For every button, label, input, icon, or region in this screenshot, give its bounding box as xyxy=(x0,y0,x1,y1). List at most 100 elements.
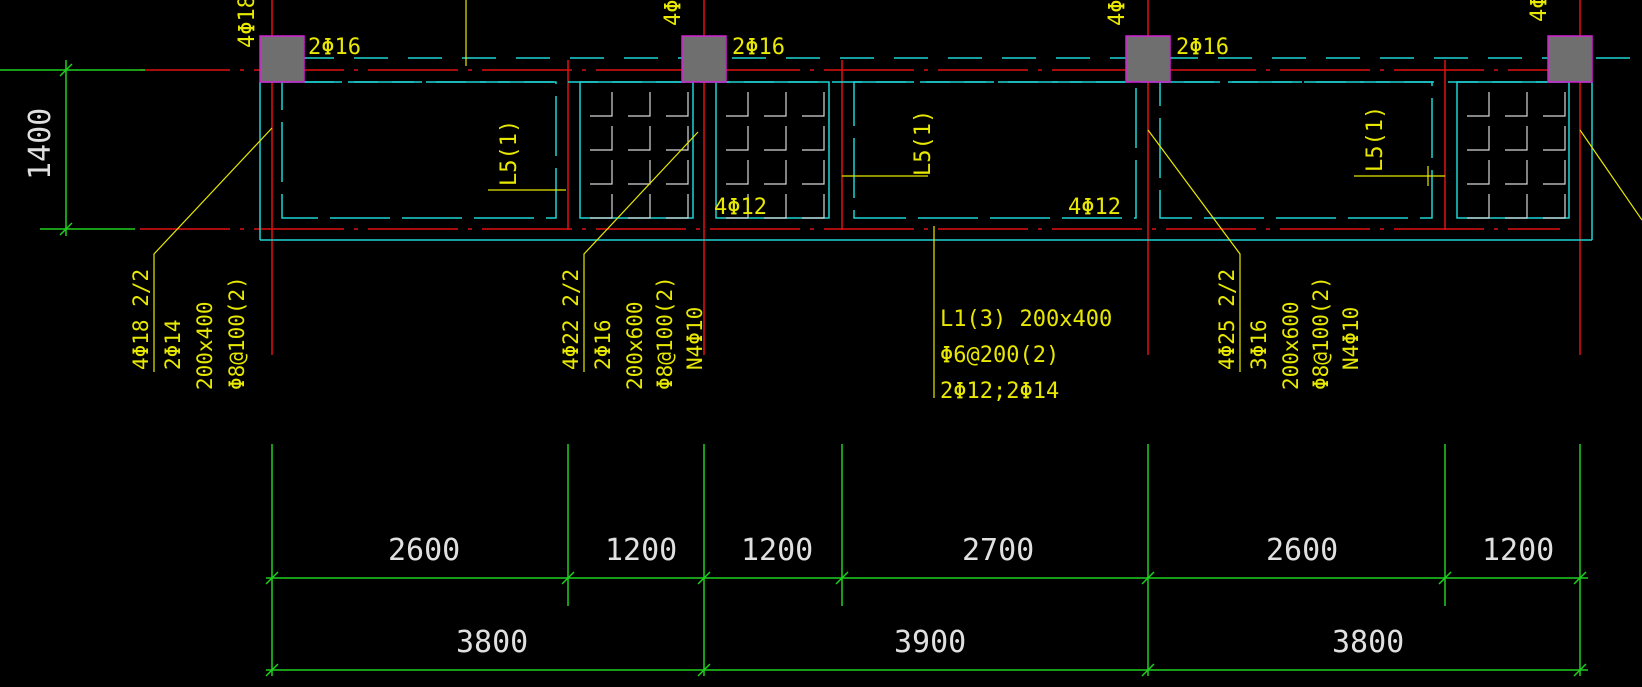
hatch-mark xyxy=(1467,92,1490,117)
dimension-tick xyxy=(1573,663,1587,677)
hatch-mark xyxy=(666,126,689,151)
dimension-tick xyxy=(1573,571,1587,585)
beam-l1-line-2: Φ6@200(2) xyxy=(940,343,1059,368)
hatch-mark xyxy=(764,194,787,219)
hatch-mark xyxy=(628,126,651,151)
callout-2-line-3: 200x600 xyxy=(623,301,647,390)
l5-label-a: L5(1) xyxy=(497,120,522,186)
callout-3-line-1: 4Φ25 2/2 xyxy=(1215,269,1239,370)
col2-vertical-label: 4Φ2 xyxy=(661,0,686,26)
callout-3-line-2: 3Φ16 xyxy=(1247,319,1271,370)
beam-l1-line-3: 2Φ12;2Φ14 xyxy=(940,379,1059,404)
hatch-mark xyxy=(1543,92,1566,117)
callout-1: 4Φ18 2/2 2Φ14 200x400 Φ8@100(2) xyxy=(129,269,249,390)
hatch-mark xyxy=(726,194,749,219)
columns xyxy=(259,35,1593,83)
dimension-tick xyxy=(265,571,279,585)
rebar-label-a: 4Φ12 xyxy=(714,195,767,220)
dimension-tick xyxy=(265,663,279,677)
hatch-mark xyxy=(726,126,749,151)
dim-row2-1: 3800 xyxy=(456,625,528,660)
l5-label-b: L5(1) xyxy=(911,110,936,176)
hatch-mark xyxy=(628,160,651,185)
callout-3-line-3: 200x600 xyxy=(1279,301,1303,390)
col2-rebar-label: 2Φ16 xyxy=(732,35,785,60)
hatch-mark xyxy=(764,92,787,117)
hatch-mark xyxy=(590,126,613,151)
callout-2-line-2: 2Φ16 xyxy=(591,319,615,370)
vertical-dimension-value: 1400 xyxy=(23,108,58,180)
callout-2-line-5: N4Φ10 xyxy=(683,307,707,370)
hatch-mark xyxy=(590,194,613,219)
rebar-label-b: 4Φ12 xyxy=(1068,195,1121,220)
hatch-mark xyxy=(1543,160,1566,185)
dim-row1-3: 1200 xyxy=(741,533,813,568)
hatch-mark xyxy=(1467,160,1490,185)
callout-1-line-2: 2Φ14 xyxy=(161,319,185,370)
callout-3-line-4: Φ8@100(2) xyxy=(1309,276,1333,390)
callout-1-line-1: 4Φ18 2/2 xyxy=(129,269,153,370)
beam-l1-line-1: L1(3) 200x400 xyxy=(940,307,1112,332)
hatch-mark xyxy=(666,92,689,117)
column-4[interactable] xyxy=(1547,35,1593,83)
l5-label-c: L5(1) xyxy=(1363,106,1388,172)
hatch-mark xyxy=(1505,160,1528,185)
hatch-mark xyxy=(802,126,825,151)
hatch-mark xyxy=(628,92,651,117)
dimension-tick xyxy=(1141,663,1155,677)
hatch-mark xyxy=(764,126,787,151)
hatch-mark xyxy=(590,160,613,185)
dimension-text: 1400 2600 1200 1200 2700 2600 1200 3800 … xyxy=(23,108,1554,660)
hatch-mark xyxy=(726,160,749,185)
dimension-tick xyxy=(697,571,711,585)
dimension-tick xyxy=(1438,571,1452,585)
hatch-mark xyxy=(1505,126,1528,151)
callout-3-line-5: N4Φ10 xyxy=(1339,307,1363,370)
dim-row2-2: 3900 xyxy=(894,625,966,660)
col3-rebar-label: 2Φ16 xyxy=(1176,35,1229,60)
dim-row1-2: 1200 xyxy=(605,533,677,568)
dim-row1-5: 2600 xyxy=(1266,533,1338,568)
leader-lines xyxy=(153,0,1642,398)
column-rebar-labels: 4Φ18 4Φ2 4Φ2 4Φ1 2Φ16 2Φ16 2Φ16 xyxy=(235,0,1552,60)
hatch-mark xyxy=(1505,92,1528,117)
dimension-tick xyxy=(561,571,575,585)
col3-vertical-label: 4Φ2 xyxy=(1105,0,1130,26)
slab-hatch-pattern xyxy=(590,92,1566,219)
dimension-tick xyxy=(697,663,711,677)
hatch-mark xyxy=(1543,194,1566,219)
dimension-ticks xyxy=(265,571,1587,677)
col4-vertical-label: 4Φ1 xyxy=(1527,0,1552,22)
hatch-mark xyxy=(1467,194,1490,219)
hatch-mark xyxy=(590,92,613,117)
hatch-mark xyxy=(764,160,787,185)
hatch-mark xyxy=(1505,194,1528,219)
column-2[interactable] xyxy=(681,35,727,83)
callout-1-line-4: Φ8@100(2) xyxy=(225,276,249,390)
hatch-mark xyxy=(726,92,749,117)
hatch-mark xyxy=(1467,126,1490,151)
dimension-tick xyxy=(835,571,849,585)
hatch-mark xyxy=(666,194,689,219)
callout-1-line-3: 200x400 xyxy=(193,301,217,390)
callout-3: 4Φ25 2/2 3Φ16 200x600 Φ8@100(2) N4Φ10 xyxy=(1215,269,1363,390)
dimension-tick xyxy=(1141,571,1155,585)
beam-outlines xyxy=(259,57,1640,241)
hatch-mark xyxy=(628,194,651,219)
col1-rebar-label: 2Φ16 xyxy=(308,35,361,60)
callout-2: 4Φ22 2/2 2Φ16 200x600 Φ8@100(2) N4Φ10 xyxy=(559,269,707,390)
col1-vertical-label: 4Φ18 xyxy=(235,0,260,48)
hatch-mark xyxy=(802,194,825,219)
hatch-mark xyxy=(802,160,825,185)
column-3[interactable] xyxy=(1125,35,1171,83)
beam-labels: L5(1) L5(1) L5(1) 4Φ12 4Φ12 xyxy=(497,106,1388,220)
callout-2-line-4: Φ8@100(2) xyxy=(653,276,677,390)
dim-row1-6: 1200 xyxy=(1482,533,1554,568)
column-1[interactable] xyxy=(259,35,305,83)
dim-row1-4: 2700 xyxy=(962,533,1034,568)
dim-row2-3: 3800 xyxy=(1332,625,1404,660)
callout-2-line-1: 4Φ22 2/2 xyxy=(559,269,583,370)
beam-l1-callout: L1(3) 200x400 Φ6@200(2) 2Φ12;2Φ14 xyxy=(940,307,1112,404)
